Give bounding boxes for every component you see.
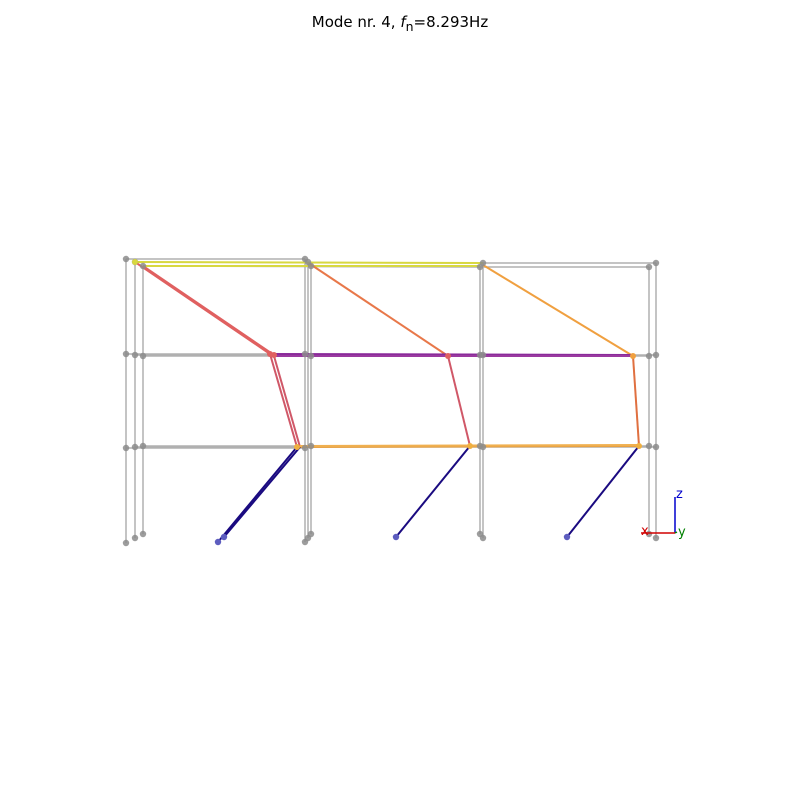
node <box>131 534 139 542</box>
deformed-node <box>636 443 642 449</box>
node <box>122 539 130 547</box>
deformed-column <box>269 353 298 448</box>
deformed-column <box>142 265 275 356</box>
deformed-column <box>309 263 449 357</box>
node <box>122 350 130 358</box>
node <box>301 444 309 452</box>
node <box>479 259 487 267</box>
node <box>139 442 147 450</box>
node <box>652 534 660 542</box>
node <box>301 350 309 358</box>
deformed-column <box>217 446 298 543</box>
node <box>122 255 130 263</box>
base-node <box>214 538 222 546</box>
node <box>307 442 315 450</box>
axes-triad: z x y <box>641 487 686 540</box>
node <box>479 351 487 359</box>
deformed-beam <box>269 353 634 356</box>
y-axis-arrow <box>674 531 678 534</box>
node <box>652 443 660 451</box>
node <box>131 443 139 451</box>
deformed-node <box>630 353 636 359</box>
undeformed-frame <box>125 258 657 543</box>
deformed-column <box>447 355 471 447</box>
node <box>307 530 315 538</box>
z-axis-label: z <box>676 487 683 502</box>
node <box>307 262 315 270</box>
deformed-node <box>132 259 138 265</box>
node <box>139 352 147 360</box>
node <box>479 443 487 451</box>
deformed-node-markers <box>132 259 642 546</box>
node <box>652 351 660 359</box>
x-axis-label: x <box>641 524 649 539</box>
node <box>479 534 487 542</box>
deformed-node <box>271 352 277 358</box>
node <box>122 444 130 452</box>
node <box>139 262 147 270</box>
deformed-column <box>566 445 640 538</box>
node <box>139 530 147 538</box>
deformed-column <box>134 261 271 355</box>
deformed-column <box>632 355 640 447</box>
node <box>131 351 139 359</box>
node <box>645 352 653 360</box>
base-node <box>392 533 400 541</box>
node-markers <box>122 255 660 547</box>
deformed-node <box>294 444 300 450</box>
node <box>652 259 660 267</box>
deformed-node <box>467 443 473 449</box>
node <box>645 263 653 271</box>
deformed-frame <box>134 261 640 543</box>
y-axis-label: y <box>678 525 686 540</box>
node <box>307 352 315 360</box>
deformed-node <box>445 353 451 359</box>
deformed-column <box>395 445 471 538</box>
deformed-column <box>273 355 301 448</box>
node <box>645 442 653 450</box>
base-node <box>563 533 571 541</box>
plot-title: Mode nr. 4, fn=8.293Hz <box>311 13 489 34</box>
deformed-column <box>482 264 634 357</box>
base-node <box>220 533 228 541</box>
deformed-column <box>223 446 301 538</box>
